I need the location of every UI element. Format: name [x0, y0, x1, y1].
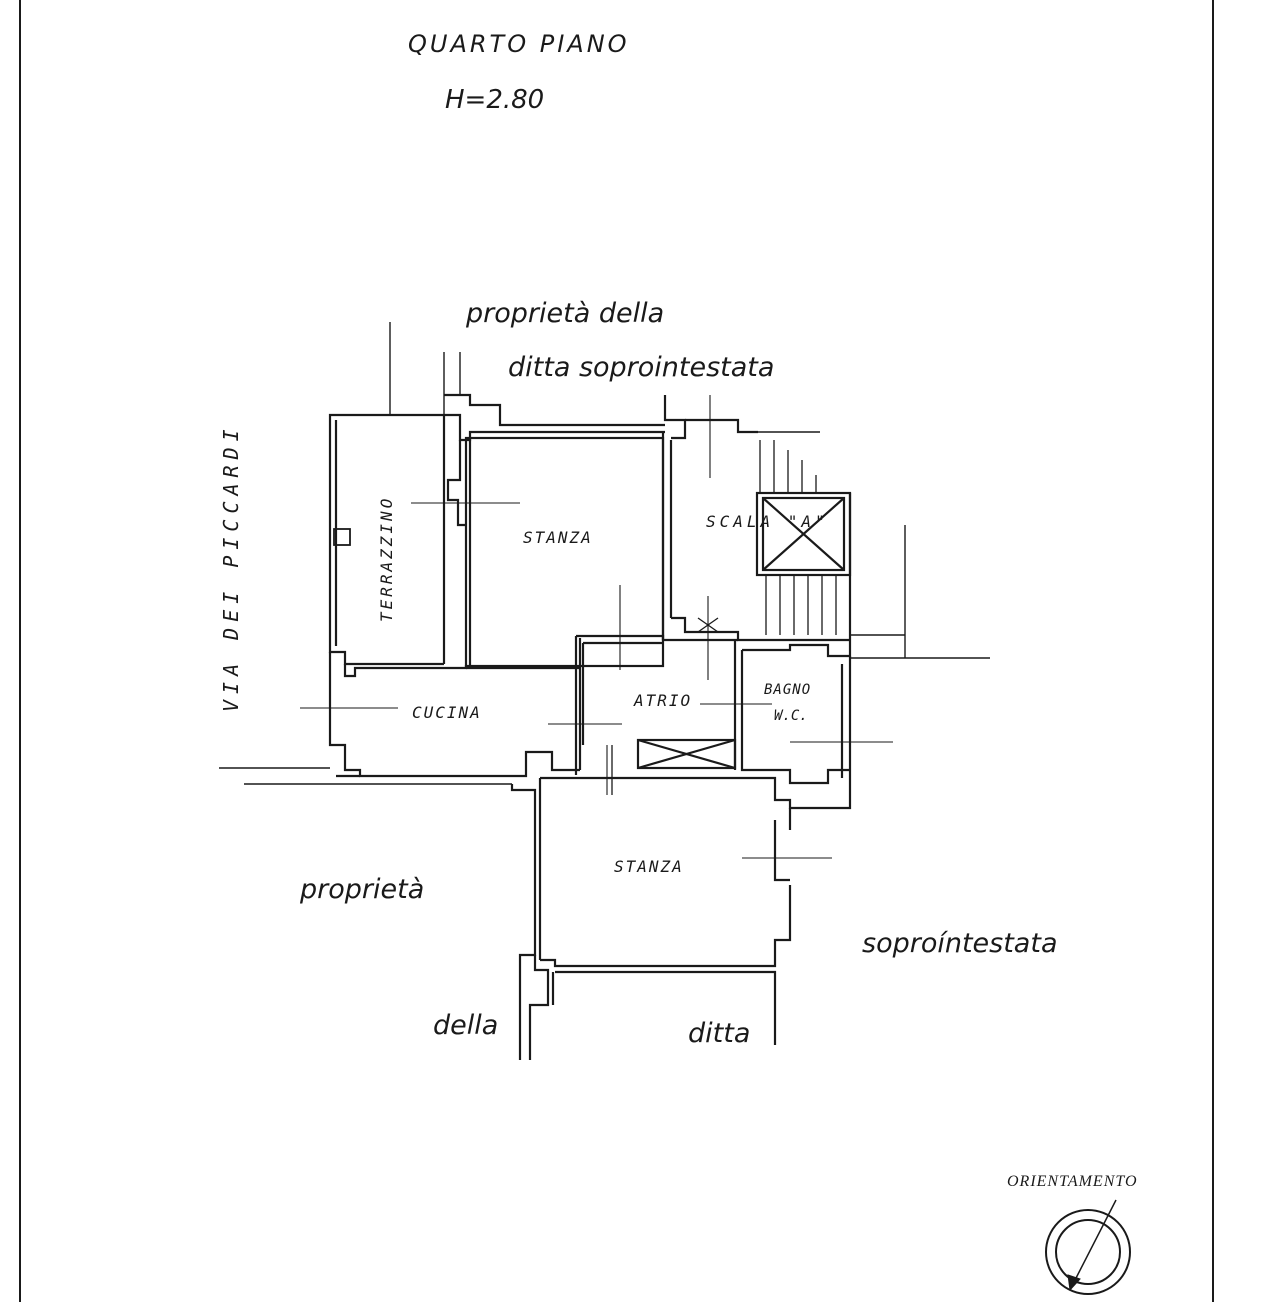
floor-title: QUARTO PIANO — [408, 30, 630, 58]
room-label-scala: SCALA "A" — [706, 512, 829, 531]
room-label-cucina: CUCINA — [412, 703, 482, 722]
note-right: soproíntestata — [862, 928, 1058, 959]
note-top-line2: ditta soprointestata — [508, 352, 774, 383]
note-top-line1: proprietà della — [465, 298, 664, 329]
room-label-terrazzino: TERRAZZINO — [377, 496, 396, 622]
note-bottom-left: della — [433, 1010, 498, 1041]
terrazzino-fixture — [333, 528, 351, 546]
room-label-wc: W.C. — [774, 708, 808, 724]
orientation-label: ORIENTAMENTO — [1007, 1173, 1138, 1190]
street-name: VIA DEI PICCARDI — [219, 423, 243, 712]
room-label-bagno: BAGNO — [764, 682, 811, 698]
note-bottom-right: ditta — [688, 1018, 750, 1049]
plan-walls — [219, 322, 990, 1060]
room-label-stanza-bottom: STANZA — [614, 857, 684, 876]
section-marks — [300, 395, 893, 859]
north-arrow-icon — [1045, 1199, 1131, 1295]
room-label-atrio: ATRIO — [633, 691, 692, 710]
note-left: proprietà — [299, 874, 424, 905]
sheet-frame — [19, 0, 1214, 1302]
room-label-stanza-top: STANZA — [523, 528, 593, 547]
ceiling-height: H=2.80 — [445, 85, 544, 115]
